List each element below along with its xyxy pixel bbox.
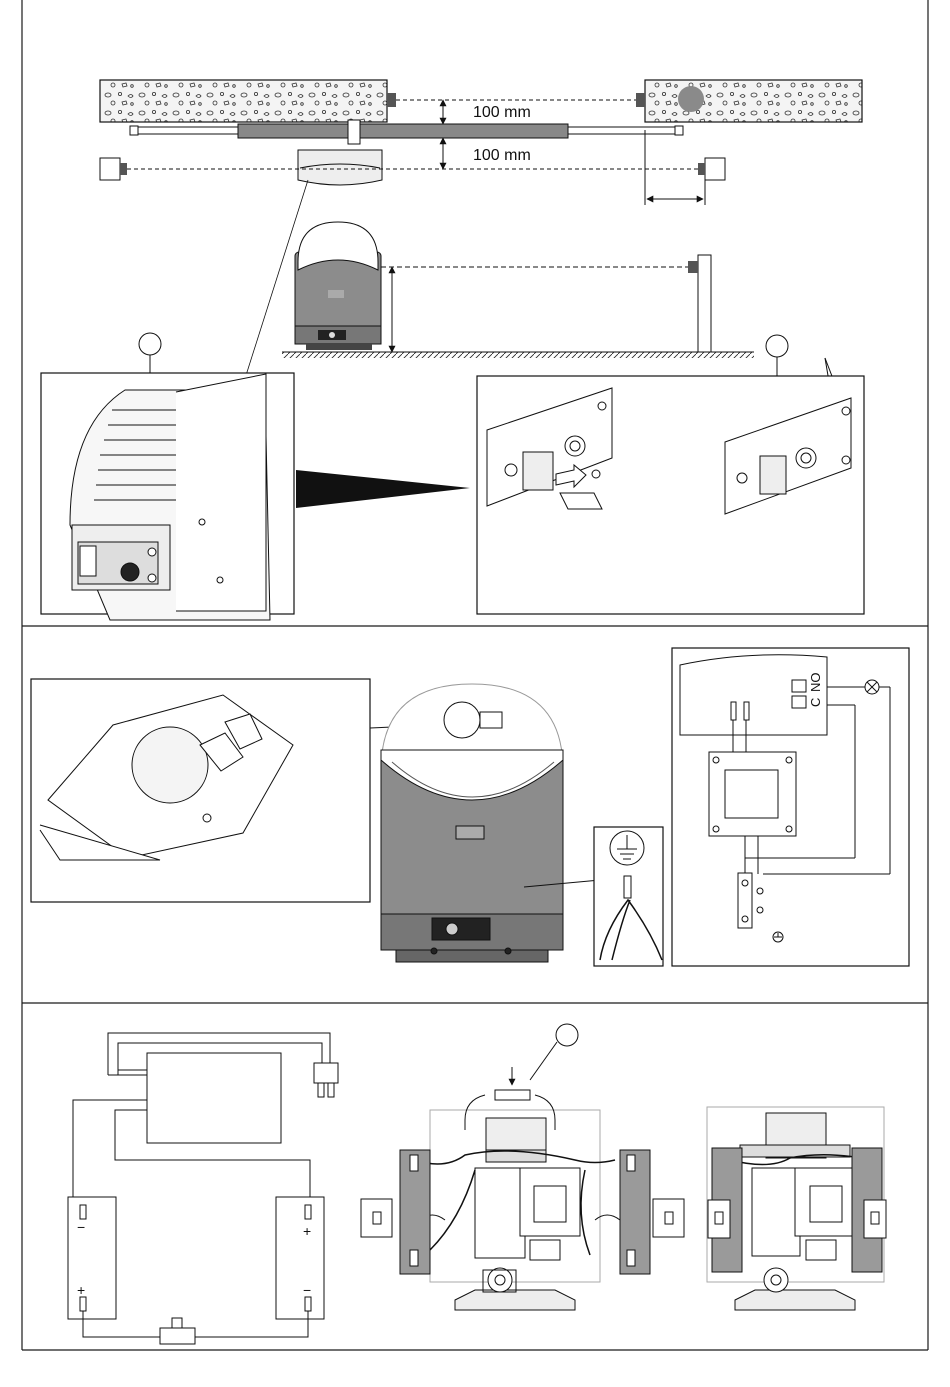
photocell-tx-bottom [100,158,120,180]
wall-right [645,80,862,122]
terminal-block [738,873,752,928]
battery-right-bottom-sign: − [303,1282,311,1298]
bulb-icon [132,727,208,803]
photocell-post [698,255,711,352]
dimension-label-bottom: 100 mm [473,147,531,164]
callout-circle-right [766,335,788,357]
ground-line [282,352,754,358]
wall-hole [678,86,704,112]
plug-connector-icon [314,1063,338,1083]
motor-front-view [295,222,381,350]
terminal-label-c: C [808,698,823,707]
motor-large [381,684,563,962]
fuse-connector [160,1328,195,1344]
dimension-label-top: 100 mm [473,104,531,121]
motor-top-view [298,150,382,185]
panel-flashing-lamp: NO C [31,648,909,966]
battery-wiring-schematic [68,1033,338,1344]
gate-leaf [238,124,568,138]
battery-left-bottom-sign: + [77,1282,85,1298]
callout-circle-left [139,333,161,355]
battery-right [276,1197,324,1319]
arrow-right-wedge-icon [296,470,470,508]
photocell-rx-bottom [705,158,725,180]
terminal-label-no: NO [808,673,823,693]
battery-left [68,1197,116,1319]
panel-photocell-installation: 100 mm 100 mm [41,80,864,620]
lamp-icon [444,702,480,738]
wall-left [100,80,387,122]
photocell-rx-top [636,93,645,107]
callout-circle-battery [556,1024,578,1046]
detail-box-photocell [477,376,864,614]
battery-left-top-sign: − [77,1219,85,1235]
panel-battery-backup: − + + − [68,1024,886,1344]
battery-right-top-sign: + [303,1223,311,1239]
photocell-tx-top [387,93,396,107]
motor-internal-before [415,1090,620,1310]
